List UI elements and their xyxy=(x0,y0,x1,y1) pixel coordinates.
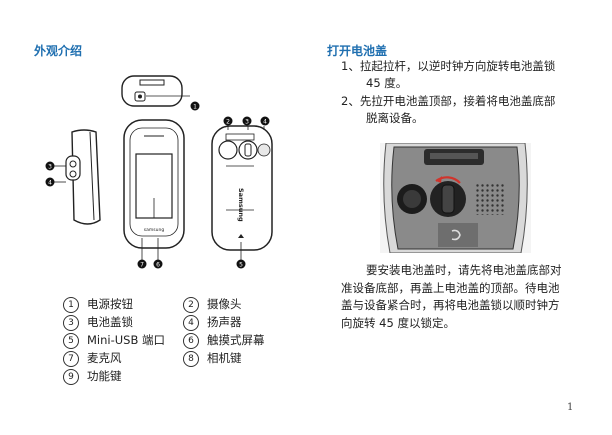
svg-text:6: 6 xyxy=(156,262,160,269)
callout-marker-3-back xyxy=(242,116,252,126)
device-side-view xyxy=(54,129,101,225)
svg-text:7: 7 xyxy=(140,262,144,269)
svg-text:1: 1 xyxy=(193,104,197,111)
callout-marker-4-side xyxy=(45,177,55,187)
battery-cover-photo xyxy=(380,143,531,253)
svg-text:3: 3 xyxy=(245,119,249,126)
install-instructions-paragraph: 要安装电池盖时，请先将电池盖底部对 准设备底部，再盖上电池盖的顶部。待电池 盖与… xyxy=(341,263,562,330)
callout-marker-4 xyxy=(260,116,270,126)
callout-marker-6 xyxy=(153,259,163,269)
svg-text:4: 4 xyxy=(263,119,267,126)
device-illustration: samsung Samsung 1 2 3 4 3 4 xyxy=(45,75,273,269)
instruction-step-1: 1、拉起拉杆，以逆时钟方向旋转电池盖锁 xyxy=(341,59,556,73)
instruction-step-1-cont: 45 度。 xyxy=(366,76,408,90)
callout-marker-5 xyxy=(236,259,246,269)
page-number: 1 xyxy=(567,402,574,413)
callout-marker-2 xyxy=(223,116,233,126)
svg-text:2: 2 xyxy=(226,119,230,126)
device-back-view: Samsung xyxy=(211,125,273,260)
callout-markers: 1 2 3 4 3 4 7 6 5 xyxy=(45,101,270,269)
side-brand-label: Samsung xyxy=(237,188,245,222)
instruction-step-2: 2、先拉开电池盖顶部，接着将电池盖底部 xyxy=(341,94,556,108)
screen-brand-label: samsung xyxy=(144,228,165,233)
callout-marker-7 xyxy=(137,259,147,269)
callout-marker-1 xyxy=(190,101,200,111)
svg-text:3: 3 xyxy=(48,164,52,171)
device-top-view xyxy=(121,75,190,107)
callout-marker-3-side xyxy=(45,161,55,171)
svg-text:4: 4 xyxy=(48,180,52,187)
device-front-view: samsung xyxy=(123,119,185,260)
svg-text:5: 5 xyxy=(239,262,243,269)
instruction-step-2-cont: 脱离设备。 xyxy=(366,111,424,125)
section-heading-open-cover: 打开电池盖 xyxy=(327,44,388,58)
section-heading-appearance: 外观介绍 xyxy=(34,44,83,58)
